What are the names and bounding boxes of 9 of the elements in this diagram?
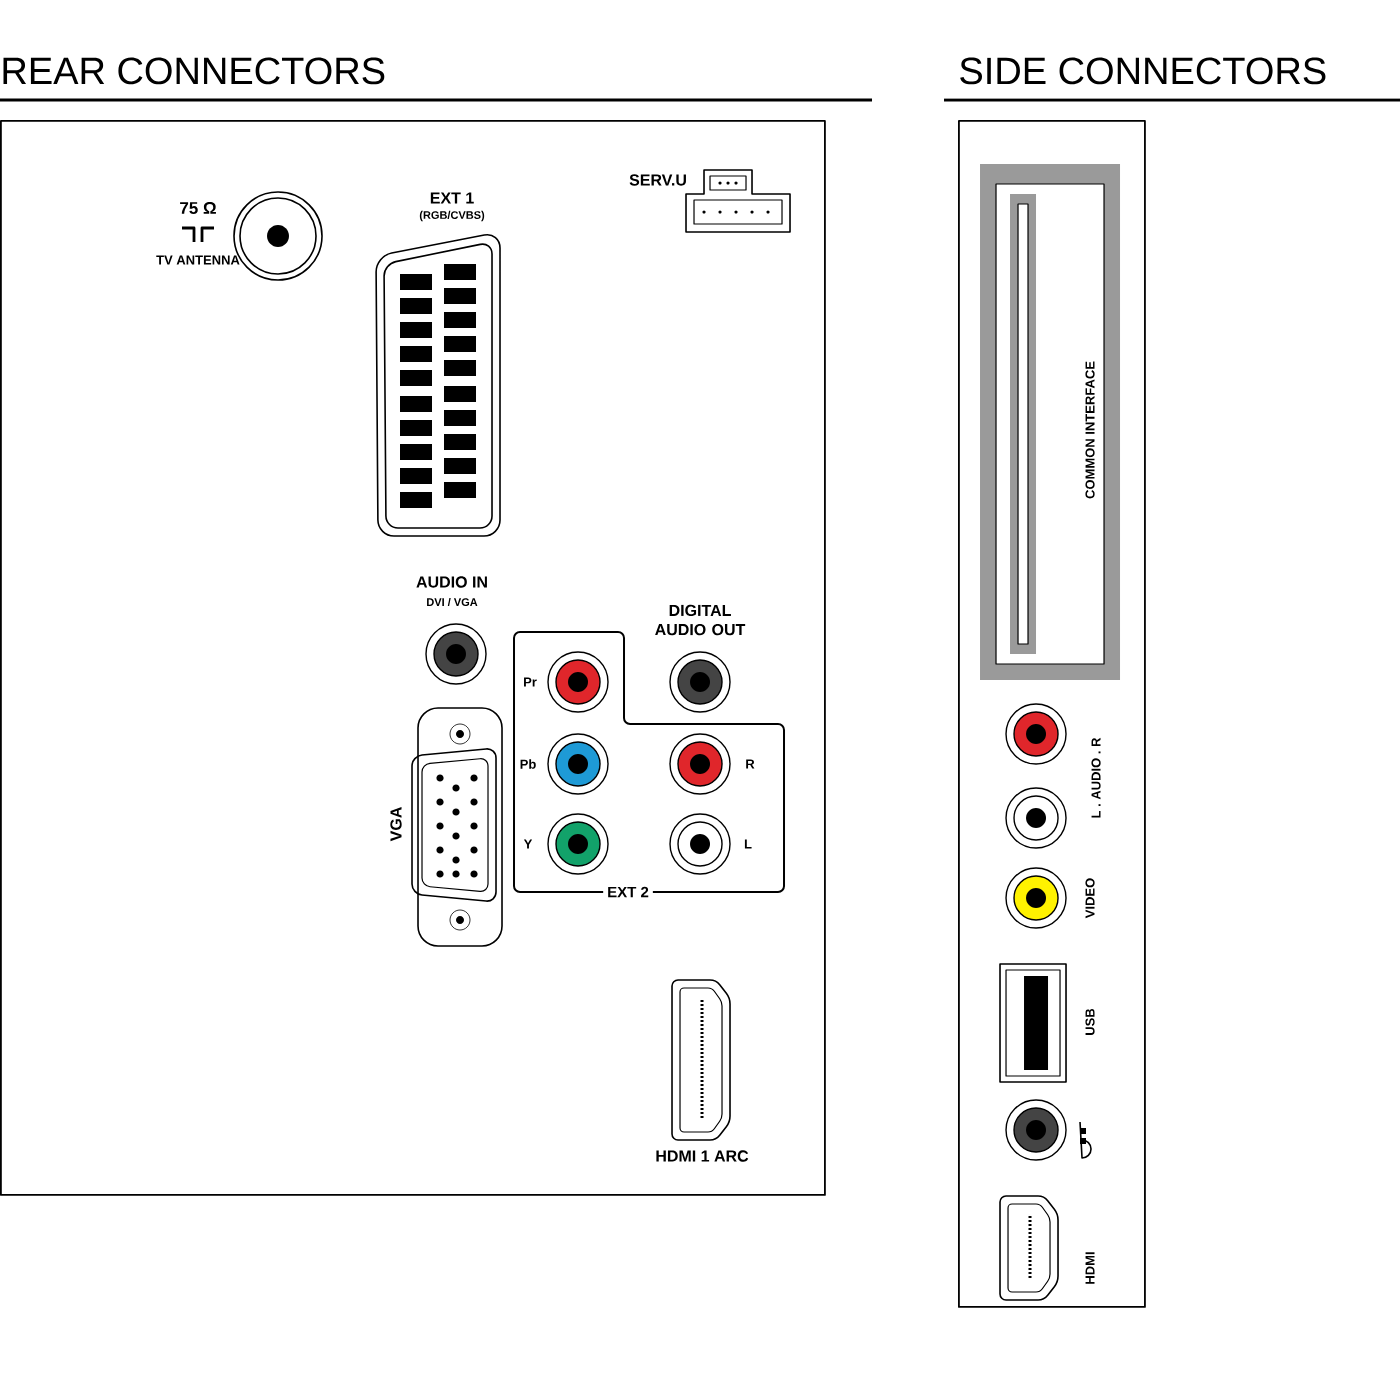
connector-label: DIGITAL AUDIO OUT [655, 604, 746, 636]
connector-label: HDMI 1 ARC [656, 1150, 749, 1162]
connector-label: AUDIO IN [416, 576, 487, 588]
connector-label: EXT 1 [430, 192, 474, 204]
connector-label: VGA [390, 807, 402, 842]
connector-label: 75 Ω [180, 202, 216, 214]
connector-label: SERV.U [629, 174, 686, 186]
panel-heading: REAR CONNECTORS [3, 57, 385, 85]
panel-heading: SIDE CONNECTORS [960, 57, 1326, 85]
